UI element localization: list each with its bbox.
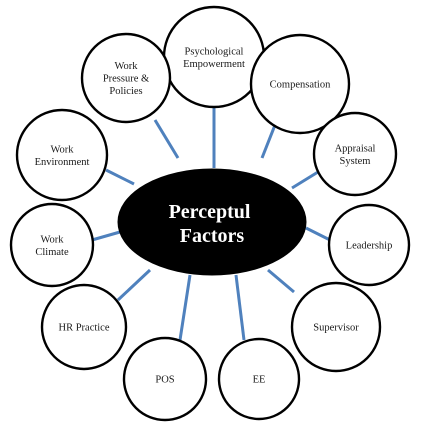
node-circle-supervisor [290,281,382,373]
center-label: Perceptul Factors [169,201,256,247]
node-circle-ee [217,337,301,421]
spoke-hr-practice [116,268,152,302]
node-pos: POS [122,336,208,422]
node-circle-work-environment [15,108,109,202]
node-label-work-pressure-policies-line-1: Work [114,61,138,72]
node-leadership: Leadership [327,203,411,287]
node-circle-appraisal-system [312,111,398,197]
node-circle-work-pressure-policies [80,32,172,124]
node-label-pos: POS [155,375,174,386]
node-label-supervisor: Supervisor [313,323,359,334]
center-label-line-1: Perceptul [169,201,251,223]
center-ellipse [117,168,307,276]
spoke-work-environment [105,168,135,186]
node-label-hr-practice: HR Practice [58,323,109,334]
node-hr-practice: HR Practice [40,283,128,371]
node-label-supervisor-line-1: Supervisor [313,323,359,334]
node-label-work-climate-line-2: Climate [35,247,69,258]
spoke-work-climate [91,230,121,242]
node-label-work-environment-line-1: Work [50,144,74,155]
node-label-work-climate-line-1: Work [40,234,64,245]
connector-spokes [91,108,331,341]
node-circle-hr-practice [40,283,128,371]
center-label-line-2: Factors [180,225,245,247]
spoke-compensation [260,124,277,159]
node-supervisor: Supervisor [290,281,382,373]
spoke-ee [234,274,246,341]
node-ee: EE [217,337,301,421]
center-node: Perceptul Factors [117,168,307,276]
node-label-psychological-empowerment-line-1: Psychological [185,46,244,57]
node-circle-pos [122,336,208,422]
spoke-pos [178,274,192,341]
spoke-work-pressure-policies [153,119,180,159]
spoke-leadership [305,226,331,242]
node-compensation: Compensation [249,33,351,135]
node-label-appraisal-system-line-2: System [340,156,371,167]
node-label-compensation-line-1: Compensation [270,80,331,91]
node-label-ee: EE [253,375,266,386]
node-label-work-pressure-policies-line-2: Pressure & [103,74,149,85]
node-label-work-pressure-policies-line-3: Policies [109,86,142,97]
node-label-ee-line-1: EE [253,375,266,386]
spoke-supervisor [267,268,295,294]
node-label-appraisal-system-line-1: Appraisal [335,143,376,154]
node-circle-compensation [249,33,351,135]
node-label-compensation: Compensation [270,80,331,91]
node-label-leadership: Leadership [346,241,393,252]
node-label-pos-line-1: POS [155,375,174,386]
spoke-appraisal-system [291,170,319,190]
node-label-leadership-line-1: Leadership [346,241,393,252]
node-circle-work-climate [9,202,95,288]
node-label-psychological-empowerment-line-2: Empowerment [183,59,245,70]
node-circle-leadership [327,203,411,287]
node-label-hr-practice-line-1: HR Practice [58,323,109,334]
node-label-work-environment-line-2: Environment [35,157,90,168]
